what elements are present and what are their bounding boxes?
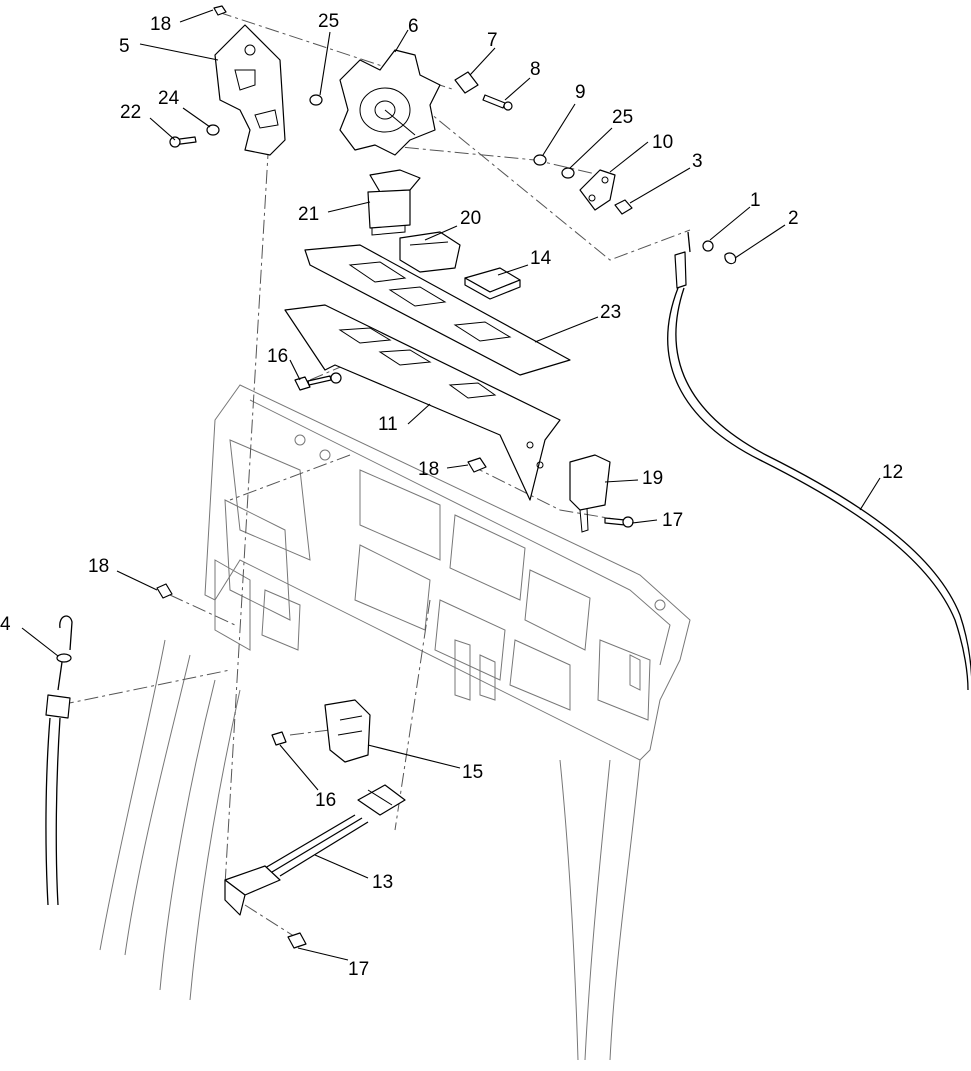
part-9-washer[interactable]: [533, 154, 547, 166]
leader-lines: [21, 9, 881, 961]
callout-8: 8: [530, 59, 541, 80]
callout-6: 6: [408, 16, 419, 37]
part-14-plug[interactable]: [464, 267, 521, 300]
part-11-panel[interactable]: [284, 304, 561, 501]
callout-21: 21: [298, 204, 319, 225]
callout-18-middle: 18: [418, 459, 439, 480]
callout-14: 14: [530, 248, 552, 269]
callout-10: 10: [652, 132, 673, 153]
part-1-washer[interactable]: [702, 240, 714, 252]
part-3-nut[interactable]: [614, 199, 633, 215]
callout-13: 13: [372, 872, 393, 893]
callout-25-left: 25: [318, 11, 339, 32]
callout-2: 2: [788, 208, 799, 229]
part-24-washer[interactable]: [206, 124, 220, 136]
part-13-harness[interactable]: [224, 784, 406, 916]
part-16-bolt-upper[interactable]: [294, 372, 342, 391]
part-10-cam-plate[interactable]: [579, 169, 616, 211]
phantom-seat-rails: [99, 639, 641, 1061]
part-8-bolt[interactable]: [482, 94, 513, 111]
callout-23: 23: [600, 302, 621, 323]
callout-19: 19: [642, 468, 663, 489]
part-18-nut-top[interactable]: [213, 5, 227, 16]
part-22-screw[interactable]: [169, 136, 197, 148]
callout-16-upper: 16: [267, 346, 288, 367]
part-18-nut-middle[interactable]: [467, 457, 487, 473]
callout-15: 15: [462, 762, 483, 783]
part-4-cable-end[interactable]: [45, 615, 73, 906]
callout-18-lower: 18: [88, 556, 109, 577]
part-20-module[interactable]: [399, 231, 461, 273]
assembly-centerlines: [59, 11, 691, 941]
part-17-screw-lower[interactable]: [287, 932, 307, 949]
callout-12: 12: [882, 462, 903, 483]
part-5-latch-plate[interactable]: [214, 24, 286, 156]
part-16-bolt-lower[interactable]: [271, 731, 287, 746]
callout-9: 9: [575, 82, 586, 103]
callout-labels: 18 5 25 6 7 8 9 25 10 3 1 2 22 24 21 20 …: [0, 11, 903, 980]
part-12-cable[interactable]: [667, 231, 971, 691]
callout-17-lower: 17: [348, 959, 369, 980]
part-19-sensor[interactable]: [569, 454, 611, 533]
callout-18-top: 18: [150, 14, 171, 35]
callout-24: 24: [158, 88, 180, 109]
phantom-console-frame: [204, 384, 691, 761]
callout-7: 7: [487, 30, 498, 51]
callout-17-upper: 17: [662, 510, 683, 531]
callout-22: 22: [120, 102, 141, 123]
part-21-switch[interactable]: [367, 169, 421, 236]
callout-25-right: 25: [612, 107, 633, 128]
part-15-connector[interactable]: [324, 699, 371, 763]
callout-11: 11: [378, 414, 398, 435]
callout-20: 20: [460, 208, 481, 229]
part-25-washer-right[interactable]: [561, 167, 575, 179]
part-23-faceplate[interactable]: [304, 244, 571, 376]
callout-4: 4: [0, 614, 11, 635]
part-6-knob[interactable]: [339, 49, 441, 156]
part-2-clip[interactable]: [724, 252, 737, 265]
callout-5: 5: [119, 36, 130, 57]
callout-16-lower: 16: [315, 790, 336, 811]
callout-3: 3: [692, 151, 703, 172]
callout-1: 1: [750, 190, 761, 211]
part-17-screw-upper[interactable]: [604, 516, 634, 528]
part-7-spacer[interactable]: [454, 71, 479, 94]
part-25-washer-left[interactable]: [309, 94, 323, 106]
part-18-nut-lower[interactable]: [156, 583, 173, 599]
